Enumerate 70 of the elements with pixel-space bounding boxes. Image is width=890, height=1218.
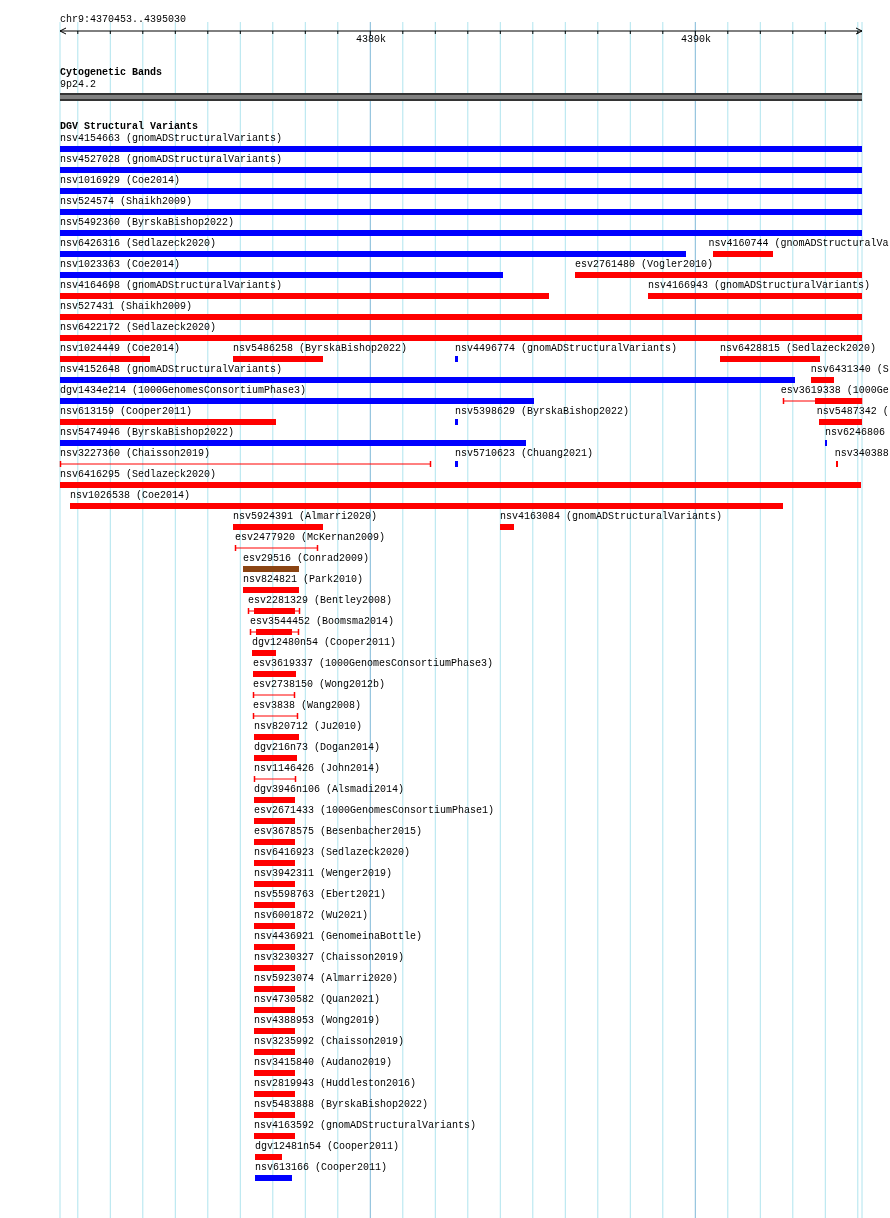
variant-label: esv3678575 (Besenbacher2015) (254, 826, 423, 837)
variant-label: nsv4164698 (gnomADStructuralVariants) (60, 280, 283, 291)
variant-label: nsv6246806 (825, 427, 885, 438)
variant-label: nsv5710623 (Chuang2021) (455, 448, 594, 459)
variant-label: nsv6416923 (Sedlazeck2020) (254, 847, 411, 858)
variant-label: nsv1016929 (Coe2014) (60, 175, 181, 186)
variant-label: nsv6426316 (Sedlazeck2020) (60, 238, 217, 249)
variant-label: dgv216n73 (Dogan2014) (254, 742, 381, 753)
band-name: 9p24.2 (60, 79, 96, 90)
variant-label: nsv824821 (Park2010) (243, 574, 364, 585)
variant-label: nsv5474946 (ByrskaBishop2022) (60, 427, 235, 438)
variant-label: nsv3942311 (Wenger2019) (254, 868, 393, 879)
variant-label: nsv3415840 (Audano2019) (254, 1057, 393, 1068)
variant-label: nsv5923074 (Almarri2020) (254, 973, 399, 984)
variant-label: dgv3946n106 (Alsmadi2014) (254, 784, 405, 795)
variant-label: nsv2819943 (Huddleston2016) (254, 1078, 417, 1089)
variant-label: nsv5492360 (ByrskaBishop2022) (60, 217, 235, 228)
variant-label: esv3619338 (1000Ge (780, 385, 889, 396)
variant-label: nsv4163084 (gnomADStructuralVariants) (500, 511, 723, 522)
variant-label: nsv4152648 (gnomADStructuralVariants) (60, 364, 283, 375)
variant-label: nsv3230327 (Chaisson2019) (254, 952, 405, 963)
variant-label: nsv6431340 (S (810, 364, 889, 375)
variant-label: dgv1434e214 (1000GenomesConsortiumPhase3) (60, 385, 307, 396)
variant-label: dgv12481n54 (Cooper2011) (255, 1141, 400, 1152)
variant-label: nsv1026538 (Coe2014) (70, 490, 191, 501)
variant-label: esv3838 (Wang2008) (253, 700, 362, 711)
axis-tick-label: 4390k (681, 34, 711, 45)
variant-label: nsv5398629 (ByrskaBishop2022) (455, 406, 630, 417)
track-title: DGV Structural Variants (60, 121, 199, 132)
variant-label: nsv613166 (Cooper2011) (255, 1162, 388, 1173)
axis-tick-label: 4380k (356, 34, 386, 45)
variant-label: esv29516 (Conrad2009) (243, 553, 370, 564)
variant-label: nsv5598763 (Ebert2021) (254, 889, 387, 900)
variant-label: esv3544452 (Boomsma2014) (250, 616, 395, 627)
variant-label: esv2281329 (Bentley2008) (248, 595, 393, 606)
variant-label: esv2477920 (McKernan2009) (235, 532, 386, 543)
variant-label: nsv5924391 (Almarri2020) (233, 511, 378, 522)
variant-label: nsv5487342 ( (816, 406, 889, 417)
variant-label: nsv4388953 (Wong2019) (254, 1015, 381, 1026)
variant-label: nsv4496774 (gnomADStructuralVariants) (455, 343, 678, 354)
variant-label: nsv340388 (834, 448, 889, 459)
track-title: Cytogenetic Bands (60, 67, 163, 78)
variant-label: nsv527431 (Shaikh2009) (60, 301, 193, 312)
variant-label: nsv1023363 (Coe2014) (60, 259, 181, 270)
variant-label: nsv1024449 (Coe2014) (60, 343, 181, 354)
variant-label: nsv4160744 (gnomADStructuralVa (708, 238, 889, 249)
variant-label: nsv6422172 (Sedlazeck2020) (60, 322, 217, 333)
variant-label: esv3619337 (1000GenomesConsortiumPhase3) (253, 658, 494, 669)
variant-label: nsv4154663 (gnomADStructuralVariants) (60, 133, 283, 144)
variant-label: nsv6416295 (Sedlazeck2020) (60, 469, 217, 480)
variant-label: nsv6001872 (Wu2021) (254, 910, 369, 921)
variant-label: nsv3227360 (Chaisson2019) (60, 448, 211, 459)
variant-label: nsv613159 (Cooper2011) (60, 406, 193, 417)
variant-label: nsv4166943 (gnomADStructuralVariants) (648, 280, 871, 291)
variant-label: esv2761480 (Vogler2010) (575, 259, 714, 270)
variant-label: nsv4730582 (Quan2021) (254, 994, 381, 1005)
variant-label: nsv820712 (Ju2010) (254, 721, 363, 732)
variant-label: nsv4436921 (GenomeinaBottle) (254, 931, 423, 942)
variant-label: dgv12480n54 (Cooper2011) (252, 637, 397, 648)
variant-label: nsv6428815 (Sedlazeck2020) (720, 343, 877, 354)
coordinate-range: chr9:4370453..4395030 (60, 14, 187, 25)
variant-label: nsv1146426 (John2014) (254, 763, 381, 774)
variant-label: nsv3235992 (Chaisson2019) (254, 1036, 405, 1047)
variant-label: nsv4527028 (gnomADStructuralVariants) (60, 154, 283, 165)
variant-label: nsv524574 (Shaikh2009) (60, 196, 193, 207)
variant-label: nsv5483888 (ByrskaBishop2022) (254, 1099, 429, 1110)
variant-label: nsv5486258 (ByrskaBishop2022) (233, 343, 408, 354)
variant-label: esv2671433 (1000GenomesConsortiumPhase1) (254, 805, 495, 816)
variant-label: esv2738150 (Wong2012b) (253, 679, 386, 690)
variant-label: nsv4163592 (gnomADStructuralVariants) (254, 1120, 477, 1131)
